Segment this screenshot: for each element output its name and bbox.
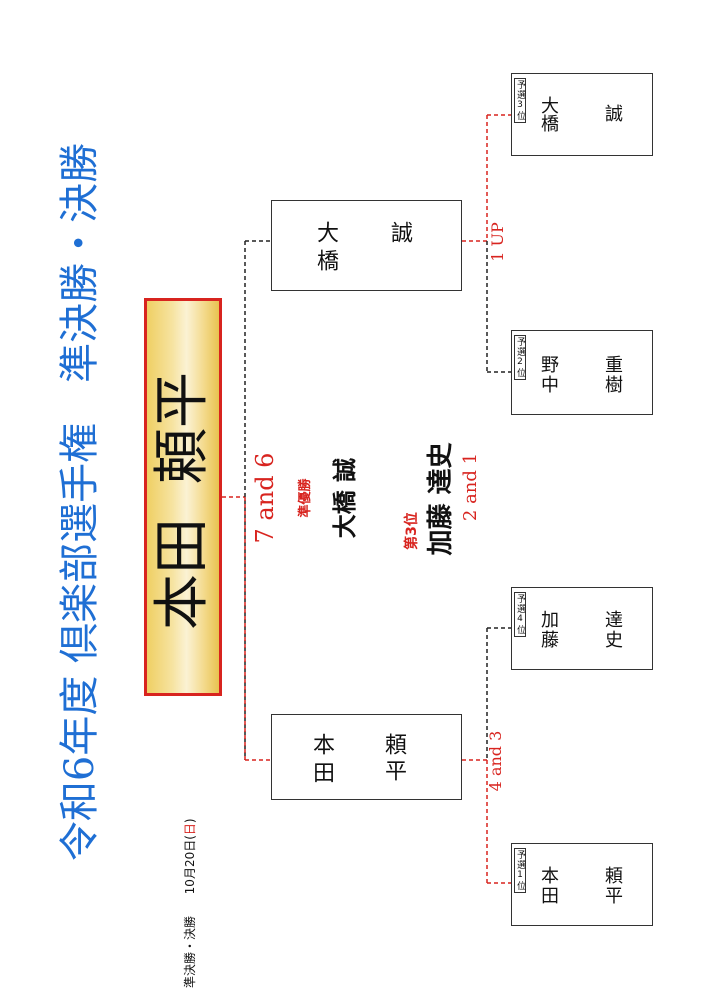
semifinal-ohashi-family: 大橋 [313, 221, 338, 277]
qualifier-honda-family: 本田 [538, 866, 559, 906]
runner-up-name: 大橋 誠 [331, 457, 359, 539]
date-day: 日 [183, 823, 197, 836]
qualifier-badge-1: 予選1位 [514, 848, 526, 893]
semifinal-ohashi-given: 誠 [387, 221, 412, 243]
qualifier-box-ohashi: 予選3位 大橋 誠 [511, 73, 653, 156]
semifinal-honda-score: 4 and 3 [486, 730, 505, 792]
qualifier-ohashi-family: 大橋 [538, 96, 559, 132]
third-place-label: 第3位 [404, 512, 420, 550]
round-label: 準決勝・決勝 [183, 915, 197, 988]
qualifier-badge-3: 予選3位 [514, 78, 526, 123]
qualifier-kato-given: 達史 [602, 610, 623, 650]
semifinal-box-honda: 本田 頼平 [271, 714, 462, 800]
third-place-score: 2 and 1 [460, 452, 481, 522]
qualifier-badge-4: 予選4位 [514, 592, 526, 637]
page-title: 令和6年度 倶楽部選手権 準決勝・決勝 [57, 142, 103, 862]
qualifier-nonaka-family: 野中 [538, 355, 559, 395]
semifinal-honda-family: 本田 [309, 733, 334, 789]
champion-family: 本田 [150, 518, 215, 630]
champion-banner: 本田頼平 [144, 298, 222, 696]
qualifier-honda-given: 頼平 [602, 866, 623, 906]
qualifier-badge-2: 予選2位 [514, 335, 526, 380]
date-close: ) [183, 818, 197, 824]
final-score: 7 and 6 [251, 452, 279, 544]
champion-given: 頼平 [150, 372, 215, 484]
qualifier-ohashi-given: 誠 [602, 104, 623, 122]
round-date: 準決勝・決勝 10月20日(日) [182, 708, 198, 988]
qualifier-nonaka-given: 重樹 [602, 355, 623, 395]
champion-name: 本田頼平 [150, 305, 215, 697]
third-place-name: 加藤 達史 [426, 442, 456, 556]
qualifier-box-nonaka: 予選2位 野中 重樹 [511, 330, 653, 415]
runner-up-label: 準優勝 [298, 478, 313, 518]
date-main: 10月20日( [183, 835, 197, 895]
qualifier-box-kato: 予選4位 加藤 達史 [511, 587, 653, 670]
semifinal-box-ohashi: 大橋 誠 [271, 200, 462, 291]
semifinal-ohashi-score: 1 UP [488, 222, 507, 262]
qualifier-kato-family: 加藤 [538, 610, 559, 650]
semifinal-honda-given: 頼平 [381, 733, 406, 785]
qualifier-box-honda: 予選1位 本田 頼平 [511, 843, 653, 926]
